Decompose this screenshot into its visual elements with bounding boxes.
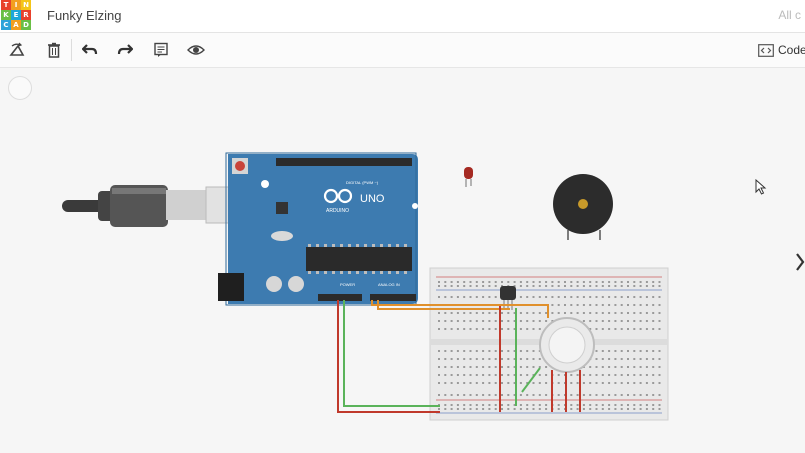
arduino-logo-icon bbox=[323, 188, 353, 204]
logo-tile: C bbox=[1, 20, 11, 30]
chevron-right-icon[interactable] bbox=[796, 252, 805, 272]
delete-icon[interactable] bbox=[43, 40, 65, 60]
logo-tile: N bbox=[21, 0, 31, 10]
home-view-button[interactable] bbox=[8, 76, 32, 100]
arduino-board[interactable]: ARDUINO UNO DIGITAL (PWM ~) POWER ANALOG… bbox=[218, 152, 418, 306]
wires[interactable] bbox=[337, 300, 581, 413]
logo-tile: T bbox=[1, 0, 11, 10]
code-button-label: Code bbox=[778, 43, 805, 57]
logo-tile: A bbox=[11, 20, 21, 30]
toolbar-divider bbox=[71, 39, 72, 61]
logo-tile: E bbox=[11, 10, 21, 20]
board-model-label: UNO bbox=[360, 193, 385, 205]
project-title[interactable]: Funky Elzing bbox=[47, 8, 122, 23]
toolbar: Code bbox=[0, 33, 805, 68]
logo-tile: I bbox=[11, 0, 21, 10]
digital-header-label: DIGITAL (PWM ~) bbox=[346, 180, 379, 185]
top-right-menu[interactable]: All c bbox=[778, 8, 801, 22]
redo-icon[interactable] bbox=[114, 40, 136, 60]
arduino-logo-text: ARDUINO bbox=[326, 208, 349, 214]
rotate-icon[interactable] bbox=[7, 40, 29, 60]
code-button[interactable]: Code bbox=[758, 40, 805, 60]
usb-cable[interactable] bbox=[62, 185, 237, 227]
code-icon bbox=[758, 43, 774, 57]
analog-header-label: ANALOG IN bbox=[378, 282, 400, 287]
view-icon[interactable] bbox=[185, 40, 207, 60]
logo-tile: K bbox=[1, 10, 11, 20]
piezo-buzzer[interactable] bbox=[553, 174, 613, 240]
logo-tile: D bbox=[21, 20, 31, 30]
mouse-cursor-icon bbox=[755, 179, 767, 195]
led-component[interactable] bbox=[464, 167, 473, 187]
power-header-label: POWER bbox=[340, 282, 355, 287]
gas-sensor[interactable] bbox=[539, 317, 595, 373]
notes-icon[interactable] bbox=[150, 40, 172, 60]
logo-tile: R bbox=[21, 10, 31, 20]
undo-icon[interactable] bbox=[79, 40, 101, 60]
